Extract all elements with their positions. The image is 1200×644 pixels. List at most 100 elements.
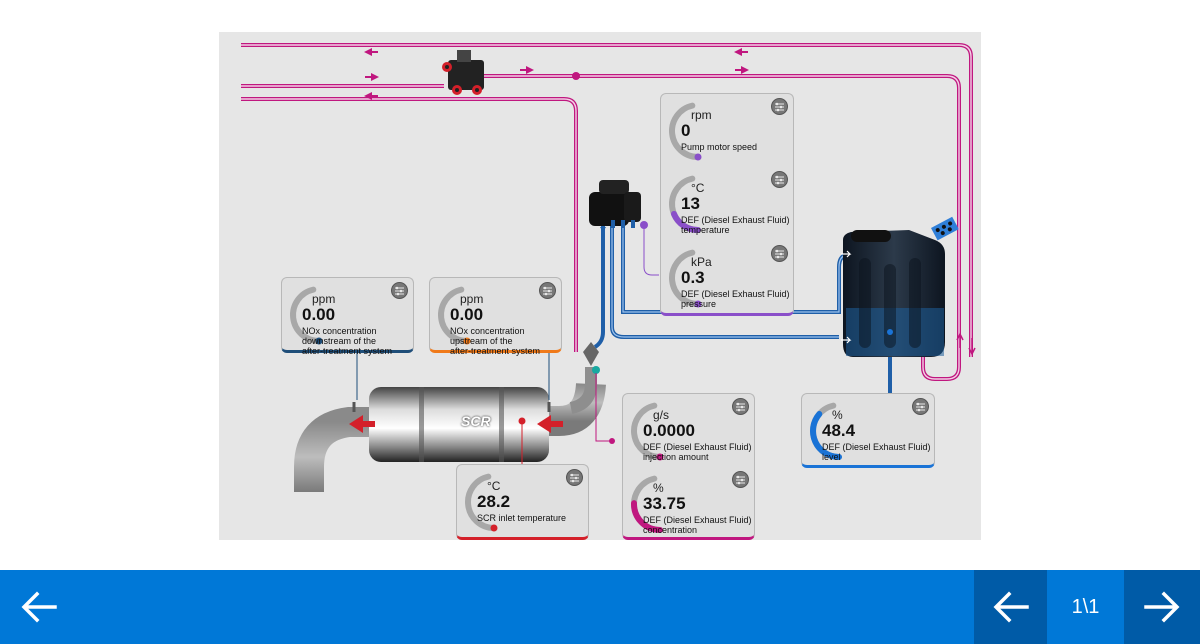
- scr-label: SCR: [461, 413, 491, 429]
- gauge-label-line: temperature: [681, 225, 730, 235]
- gauge-value: 33.75: [643, 494, 686, 513]
- gauge-label: DEF (Diesel Exhaust Fluid)pressure: [681, 289, 790, 309]
- gauge-fill: [463, 337, 471, 345]
- gauge-label-line: after-treatment system: [302, 346, 393, 356]
- gauge-unit: %: [832, 408, 843, 422]
- gauge-fill: [694, 300, 702, 308]
- def-pump: [589, 180, 648, 229]
- settings-icon[interactable]: [391, 282, 408, 299]
- gauge-label-line: concentration: [643, 525, 698, 535]
- coolant-valve: [442, 50, 484, 95]
- gauge-label-line: DEF (Diesel Exhaust Fluid): [681, 289, 790, 299]
- gauge-label-line: SCR inlet temperature: [477, 513, 567, 523]
- gauge-fill: [810, 411, 842, 460]
- next-page-icon: [1144, 591, 1180, 623]
- back-arrow-icon: [21, 591, 57, 623]
- gauge-track: [290, 286, 322, 344]
- gauge-label-line: pressure: [681, 299, 717, 309]
- gauge-unit: g/s: [653, 408, 670, 422]
- def-tank: [841, 216, 959, 357]
- settings-icon[interactable]: [771, 171, 788, 188]
- gauge-label: DEF (Diesel Exhaust Fluid)injection amou…: [643, 442, 752, 462]
- settings-icon[interactable]: [732, 398, 749, 415]
- settings-icon[interactable]: [732, 471, 749, 488]
- gauge-label-line: DEF (Diesel Exhaust Fluid): [822, 442, 931, 452]
- settings-icon[interactable]: [539, 282, 556, 299]
- gauge-dial: [669, 175, 701, 233]
- settings-icon[interactable]: [566, 469, 583, 486]
- gauge-unit: °C: [487, 479, 501, 493]
- gauge-unit: °C: [691, 181, 705, 195]
- gauge-label-line: NOx concentration: [302, 326, 377, 336]
- gauge-value: 0: [681, 121, 691, 140]
- gauge-dial: [438, 286, 471, 345]
- gauge-unit: ppm: [312, 292, 336, 306]
- gauge-fill: [631, 500, 663, 533]
- gauge-label: DEF (Diesel Exhaust Fluid)concentration: [643, 515, 752, 535]
- gauge-value: 48.4: [822, 421, 856, 440]
- gauge-label-line: upstream of the: [450, 336, 513, 346]
- gauge-label: Pump motor speed: [681, 142, 757, 152]
- gauge-label-line: DEF (Diesel Exhaust Fluid): [643, 442, 752, 452]
- gauge-fill: [490, 524, 498, 532]
- next-page-button[interactable]: [1124, 570, 1200, 644]
- gauge-label-line: level: [822, 452, 841, 462]
- gauge-unit: rpm: [691, 108, 712, 122]
- gauge-label-line: downstream of the: [302, 336, 377, 346]
- gauge-label-line: NOx concentration: [450, 326, 525, 336]
- gauge-value: 0.3: [681, 268, 705, 287]
- gauge-fill: [315, 337, 323, 345]
- previous-page-button[interactable]: [974, 570, 1047, 644]
- gauge-label-line: DEF (Diesel Exhaust Fluid): [681, 215, 790, 225]
- gauge-dial: [631, 475, 663, 533]
- gauge-track: [631, 402, 663, 460]
- gauge-value: 0.00: [302, 305, 336, 324]
- gauge-track: [669, 102, 701, 160]
- flow-arrows: [364, 48, 749, 100]
- gauge-track: [669, 249, 701, 307]
- gauge-label: DEF (Diesel Exhaust Fluid)temperature: [681, 215, 790, 235]
- gauge-fill: [670, 210, 701, 233]
- gauge-value: 13: [681, 194, 700, 213]
- scr-catalyst: [349, 387, 563, 466]
- gauge-value: 28.2: [477, 492, 511, 511]
- settings-icon[interactable]: [912, 398, 929, 415]
- gauge-dial: [465, 473, 498, 532]
- gauge-label-line: injection amount: [643, 452, 709, 462]
- gauge-track: [465, 473, 497, 531]
- page-indicator: 1\1: [1071, 595, 1100, 618]
- def-injector: [583, 342, 615, 444]
- gauge-dial: [810, 402, 842, 460]
- gauge-value: 0.00: [450, 305, 484, 324]
- gauge-dial: [631, 402, 664, 461]
- gauge-unit: %: [653, 481, 664, 495]
- gauge-unit: ppm: [460, 292, 484, 306]
- footer-bar: 1\1: [0, 570, 1200, 644]
- exhaust-pipe: [294, 367, 606, 492]
- gauge-label-line: after-treatment system: [450, 346, 541, 356]
- settings-icon[interactable]: [771, 98, 788, 115]
- gauge-dial: [669, 102, 702, 161]
- back-button[interactable]: [0, 570, 78, 644]
- gauge-label: DEF (Diesel Exhaust Fluid)level: [822, 442, 931, 462]
- gauge-label: SCR inlet temperature: [477, 513, 566, 523]
- gauge-value: 0.0000: [643, 421, 695, 440]
- pipe-schematic: [241, 43, 976, 492]
- gauge-fill: [656, 453, 664, 461]
- gauge-label-line: Pump motor speed: [681, 142, 758, 152]
- previous-page-icon: [993, 591, 1029, 623]
- settings-icon[interactable]: [771, 245, 788, 262]
- gauge-fill: [694, 153, 702, 161]
